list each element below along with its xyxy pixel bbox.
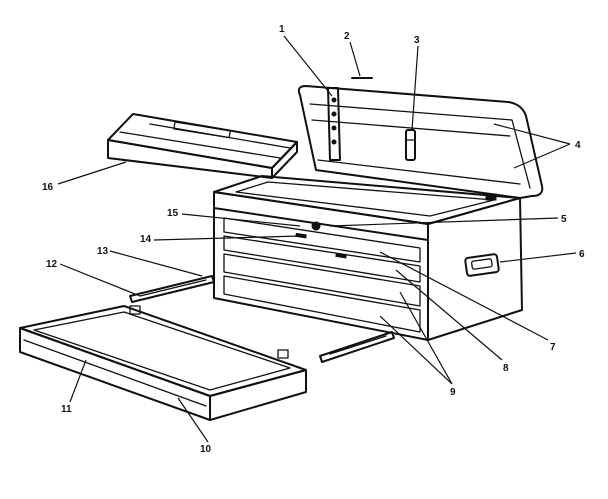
callout-13: 13 <box>97 246 109 257</box>
callout-3: 3 <box>414 35 420 46</box>
leader-lines <box>57 35 577 443</box>
callout-14: 14 <box>140 234 152 245</box>
callout-labels: 1 2 3 4 5 6 7 8 9 10 11 12 13 14 15 16 <box>42 24 585 455</box>
callout-5: 5 <box>561 214 567 225</box>
drawer <box>19 305 307 421</box>
callout-11: 11 <box>61 404 72 415</box>
chest-lid <box>297 85 544 199</box>
tote-tray <box>107 113 298 179</box>
callout-12: 12 <box>46 259 58 270</box>
callout-7: 7 <box>550 342 556 353</box>
drawer-slide-left <box>129 275 215 303</box>
chest-body <box>213 175 523 341</box>
callout-9: 9 <box>450 387 456 398</box>
lid-latch-post <box>405 129 416 161</box>
callout-2: 2 <box>344 31 350 42</box>
callout-16: 16 <box>42 182 54 193</box>
callout-1: 1 <box>279 24 285 35</box>
callout-15: 15 <box>167 208 179 219</box>
callout-4: 4 <box>575 140 581 151</box>
callout-10: 10 <box>200 444 212 455</box>
drawer-slide-right <box>319 331 395 363</box>
lid-support-stay <box>327 87 341 161</box>
callout-8: 8 <box>503 363 509 374</box>
callout-6: 6 <box>579 249 585 260</box>
